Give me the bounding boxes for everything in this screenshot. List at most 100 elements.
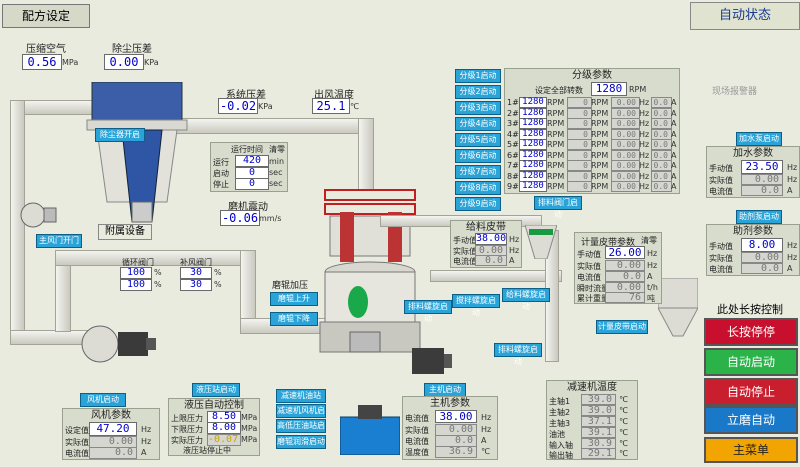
reducer-oil-station-button[interactable]: 减速机油站 bbox=[276, 389, 326, 403]
discharge-screw-start-button[interactable]: 排料螺旋启动 bbox=[404, 300, 452, 323]
classifier-row: 2# 1280 RPM 0 RPM 0.00 Hz 0.0 A bbox=[505, 107, 679, 119]
metering-value-1[interactable]: 26.00 bbox=[605, 246, 645, 259]
classifier-row-a-unit: A bbox=[671, 129, 677, 139]
actual-pressure-label: 实际压力 bbox=[171, 436, 203, 445]
hi-lo-oil-start-button[interactable]: 高低压油站启动 bbox=[276, 419, 326, 442]
discharge-screw-2-start-button[interactable]: 排料螺旋启动 bbox=[494, 343, 542, 366]
hydraulic-start-button[interactable]: 液压站启动 bbox=[192, 383, 240, 397]
classifier-row-rpm-unit: RPM bbox=[591, 140, 609, 149]
main-row-value-1[interactable]: 38.00 bbox=[435, 410, 477, 423]
classifier-9-start-button[interactable]: 分级9启动 bbox=[455, 197, 501, 211]
classifier-row-hz: 0.00 bbox=[611, 160, 640, 171]
reducer-value-6: 29.1 bbox=[581, 448, 616, 459]
additive-unit-1: Hz bbox=[787, 241, 798, 250]
feeder-value-1[interactable]: 38.00 bbox=[475, 233, 507, 245]
hydraulic-station-drawing bbox=[339, 405, 401, 456]
additive-value-2: 0.00 bbox=[741, 252, 783, 263]
lower-pressure-value[interactable]: 8.00 bbox=[207, 422, 241, 434]
classifier-row-hz-unit: Hz bbox=[639, 150, 650, 160]
classifier-row-id: 1# bbox=[507, 98, 519, 107]
reducer-fan-start-button[interactable]: 减速机风机启动 bbox=[276, 404, 326, 427]
classifier-row-set[interactable]: 1280 bbox=[519, 97, 547, 108]
classifier-6-start-button[interactable]: 分级6启动 bbox=[455, 149, 501, 163]
fan-motor-drawing bbox=[18, 200, 58, 230]
classifier-4-start-button[interactable]: 分级4启动 bbox=[455, 117, 501, 131]
water-value-1[interactable]: 23.50 bbox=[741, 160, 783, 174]
mixing-screw-start-button[interactable]: 搅拌螺旋启动 bbox=[452, 294, 500, 317]
run-time-clear-button[interactable]: 清零 bbox=[269, 145, 285, 154]
metering-unit-3: A bbox=[647, 272, 653, 281]
classifier-row-set[interactable]: 1280 bbox=[519, 181, 547, 192]
discharge-valve-start-button[interactable]: 排料阀门启动 bbox=[534, 196, 582, 219]
feed-screw-start-button[interactable]: 给料螺旋启动 bbox=[502, 288, 550, 311]
outlet-temp-value: 25.1 bbox=[312, 98, 350, 114]
classifier-row-set-unit: RPM bbox=[547, 108, 565, 118]
main-fan-door-button[interactable]: 主风门开门 bbox=[36, 234, 82, 248]
classifier-row-set[interactable]: 1280 bbox=[519, 107, 547, 119]
feeder-unit-1: Hz bbox=[509, 235, 520, 244]
classifier-row-set[interactable]: 1280 bbox=[519, 128, 547, 140]
stop-time-value: 0 bbox=[235, 178, 269, 190]
classifier-rows: 1# 1280 RPM 0 RPM 0.00 Hz 0.0 A 2# 1280 … bbox=[505, 97, 679, 193]
water-unit-3: A bbox=[787, 186, 793, 195]
auto-start-button[interactable]: 自动启动 bbox=[704, 348, 798, 376]
classifier-row-hz-unit: Hz bbox=[639, 171, 650, 181]
classifier-row-a-unit: A bbox=[671, 140, 677, 149]
main-motor-start-button[interactable]: 主机启动 bbox=[424, 383, 466, 397]
classifier-row-hz: 0.00 bbox=[611, 181, 640, 192]
fan-start-button[interactable]: 风机启动 bbox=[80, 393, 126, 407]
main-row-unit-2: Hz bbox=[481, 425, 492, 434]
classifier-row-hz-unit: Hz bbox=[639, 129, 650, 139]
additive-value-1[interactable]: 8.00 bbox=[741, 238, 783, 252]
classifier-row: 7# 1280 RPM 0 RPM 0.00 Hz 0.0 A bbox=[505, 160, 679, 171]
classifier-row: 6# 1280 RPM 0 RPM 0.00 Hz 0.0 A bbox=[505, 149, 679, 161]
long-press-stop-button[interactable]: 长按停停 bbox=[704, 318, 798, 346]
classifier-1-start-button[interactable]: 分级1启动 bbox=[455, 69, 501, 83]
classifier-row-set[interactable]: 1280 bbox=[519, 160, 547, 171]
roller-down-button[interactable]: 磨辊下降 bbox=[270, 312, 318, 326]
outlet-temp-unit: ℃ bbox=[350, 102, 359, 111]
auto-stop-button[interactable]: 自动停止 bbox=[704, 378, 798, 406]
additive-label-3: 电流值 bbox=[709, 265, 733, 274]
recipe-settings-button[interactable]: 配方设定 bbox=[2, 4, 90, 28]
classifier-row-set[interactable]: 1280 bbox=[519, 139, 547, 150]
main-motor-panel: 主机参数 电流值 38.00 Hz 实际值 0.00 Hz 电流值 0.0 A … bbox=[402, 396, 498, 460]
additive-pump-start-button[interactable]: 助剂泵启动 bbox=[736, 210, 782, 224]
supply-valve-unit-2: % bbox=[214, 280, 222, 289]
set-all-value[interactable]: 1280 bbox=[591, 82, 627, 96]
fan-set-label: 设定值 bbox=[65, 426, 89, 435]
water-pump-start-button[interactable]: 加水泵启动 bbox=[736, 132, 782, 146]
fan-set-value[interactable]: 47.20 bbox=[89, 422, 137, 436]
reducer-unit-2: ℃ bbox=[619, 406, 628, 415]
main-motor-title: 主机参数 bbox=[430, 398, 470, 409]
classifier-3-start-button[interactable]: 分级3启动 bbox=[455, 101, 501, 115]
classifier-5-start-button[interactable]: 分级5启动 bbox=[455, 133, 501, 147]
roller-up-button[interactable]: 磨辊上升 bbox=[270, 292, 318, 306]
classifier-row-set[interactable]: 1280 bbox=[519, 118, 547, 129]
classifier-row-hz: 0.00 bbox=[611, 97, 640, 108]
metering-belt-start-button[interactable]: 计量皮带启动 bbox=[596, 320, 648, 334]
roller-lube-start-button[interactable]: 磨辊润滑启动 bbox=[276, 435, 326, 449]
attached-equipment-label: 附属设备 bbox=[98, 224, 152, 240]
classifier-row-set[interactable]: 1280 bbox=[519, 149, 547, 161]
dust-diff-unit: KPa bbox=[144, 58, 159, 67]
reducer-label-3: 主轴3 bbox=[549, 419, 571, 428]
classifier-row-a-unit: A bbox=[671, 161, 677, 170]
classifier-2-start-button[interactable]: 分级2启动 bbox=[455, 85, 501, 99]
classifier-row-set-unit: RPM bbox=[547, 150, 565, 160]
dust-diff-label: 除尘压差 bbox=[112, 44, 152, 55]
actual-pressure-value: -0.07 bbox=[207, 434, 241, 446]
main-menu-button[interactable]: 主菜单 bbox=[704, 437, 798, 463]
classifier-7-start-button[interactable]: 分级7启动 bbox=[455, 165, 501, 179]
mill-auto-button[interactable]: 立磨自动 bbox=[704, 406, 798, 434]
main-row-unit-3: A bbox=[481, 436, 487, 445]
metering-clear-button[interactable]: 清零 bbox=[641, 236, 657, 245]
cycle-valve-value-1: 100 bbox=[120, 267, 152, 279]
classifier-row: 9# 1280 RPM 0 RPM 0.00 Hz 0.0 A bbox=[505, 181, 679, 192]
dust-collector-start-button[interactable]: 除尘器开启 bbox=[95, 128, 145, 142]
water-params-title: 加水参数 bbox=[733, 148, 773, 159]
classifier-row-id: 4# bbox=[507, 129, 519, 139]
feeder-value-3: 0.0 bbox=[475, 255, 507, 266]
classifier-row-set[interactable]: 1280 bbox=[519, 170, 547, 182]
classifier-8-start-button[interactable]: 分级8启动 bbox=[455, 181, 501, 195]
